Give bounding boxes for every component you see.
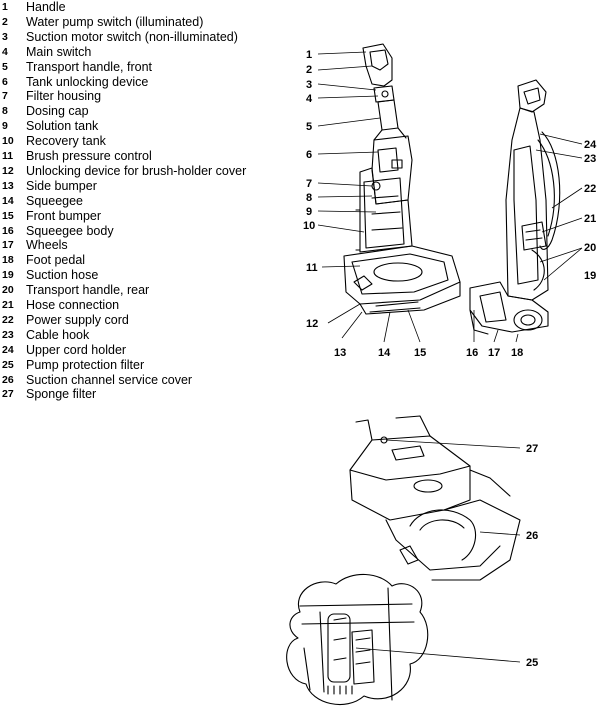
part-label: Filter housing <box>26 89 102 104</box>
part-number: 22 <box>2 313 14 326</box>
part-label: Cable hook <box>26 327 90 342</box>
machine-rear-view <box>469 79 561 335</box>
callout-9: 9 <box>306 206 312 218</box>
part-label: Upper cord holder <box>26 342 127 357</box>
part-number: 2 <box>2 15 8 28</box>
part-number: 18 <box>2 254 14 267</box>
callout-6: 6 <box>306 149 312 161</box>
callout-23: 23 <box>584 153 596 165</box>
part-label: Wheels <box>26 238 68 253</box>
part-number: 25 <box>2 358 14 371</box>
callout-16: 16 <box>466 347 478 359</box>
callout-13: 13 <box>334 347 346 359</box>
callout-1: 1 <box>306 49 312 61</box>
part-number: 8 <box>2 105 8 118</box>
part-number: 1 <box>2 1 8 13</box>
part-number: 27 <box>2 388 14 401</box>
part-number: 6 <box>2 75 8 88</box>
part-label: Front bumper <box>26 208 102 223</box>
part-label: Pump protection filter <box>26 357 145 372</box>
callout-5: 5 <box>306 121 312 133</box>
part-number: 24 <box>2 343 14 356</box>
part-number: 13 <box>2 179 14 192</box>
callout-20: 20 <box>584 242 596 254</box>
part-number: 15 <box>2 209 14 222</box>
part-number: 4 <box>2 45 8 58</box>
part-label: Brush pressure control <box>26 149 152 163</box>
pump-filter-detail <box>286 573 429 705</box>
callout-27: 27 <box>526 443 538 455</box>
part-label: Water pump switch (illuminated) <box>26 14 204 29</box>
part-number: 12 <box>2 164 14 177</box>
part-number: 26 <box>2 373 14 386</box>
part-label: Foot pedal <box>26 253 86 268</box>
callout-14: 14 <box>378 347 391 359</box>
callout-22: 22 <box>584 183 596 195</box>
part-label: Solution tank <box>26 119 99 134</box>
part-number: 21 <box>2 299 14 311</box>
callout-4: 4 <box>306 93 313 105</box>
part-label: Transport handle, rear <box>26 283 150 298</box>
part-label: Hose connection <box>26 298 120 312</box>
part-label: Suction motor switch (non-illuminated) <box>26 29 238 44</box>
part-label: Transport handle, front <box>26 59 152 74</box>
part-number: 23 <box>2 328 14 341</box>
callout-11: 11 <box>306 262 318 274</box>
part-label: Suction channel service cover <box>26 372 193 387</box>
part-label: Main switch <box>26 44 92 59</box>
part-label: Squeegee body <box>26 223 114 238</box>
part-number: 16 <box>2 224 14 237</box>
callout-19: 19 <box>584 270 596 282</box>
part-label: Side bumper <box>26 178 97 193</box>
part-number: 14 <box>2 194 14 207</box>
part-label: Sponge filter <box>26 387 97 402</box>
part-label: Handle <box>26 0 66 14</box>
callout-2: 2 <box>306 64 312 76</box>
part-number: 3 <box>2 30 8 43</box>
callout-24: 24 <box>584 139 597 151</box>
part-number: 9 <box>2 120 8 133</box>
callout-12: 12 <box>306 318 318 330</box>
part-number: 7 <box>2 90 8 103</box>
machine-front-view <box>343 43 461 315</box>
part-number: 19 <box>2 269 14 282</box>
part-label: Squeegee <box>26 193 84 208</box>
part-label: Power supply cord <box>26 312 129 327</box>
part-number: 11 <box>2 150 14 162</box>
callout-17: 17 <box>488 347 500 359</box>
part-label: Suction hose <box>26 268 99 283</box>
leader-lines <box>317 51 583 663</box>
part-label: Unlocking device for brush-holder cover <box>26 163 247 178</box>
callout-10: 10 <box>303 220 315 232</box>
part-number: 5 <box>2 60 8 73</box>
callout-25: 25 <box>526 657 538 669</box>
part-number: 20 <box>2 284 14 297</box>
part-label: Tank unlocking device <box>26 74 149 89</box>
callout-26: 26 <box>526 530 538 542</box>
part-label: Dosing cap <box>26 104 89 119</box>
service-cover-detail <box>349 415 521 581</box>
callout-3: 3 <box>306 79 312 91</box>
callout-7: 7 <box>306 178 312 190</box>
callout-8: 8 <box>306 192 312 204</box>
callout-21: 21 <box>584 213 596 225</box>
part-label: Recovery tank <box>26 134 106 149</box>
callout-18: 18 <box>511 347 523 359</box>
part-number: 17 <box>2 239 14 252</box>
part-number: 10 <box>2 135 14 148</box>
callout-15: 15 <box>414 347 426 359</box>
